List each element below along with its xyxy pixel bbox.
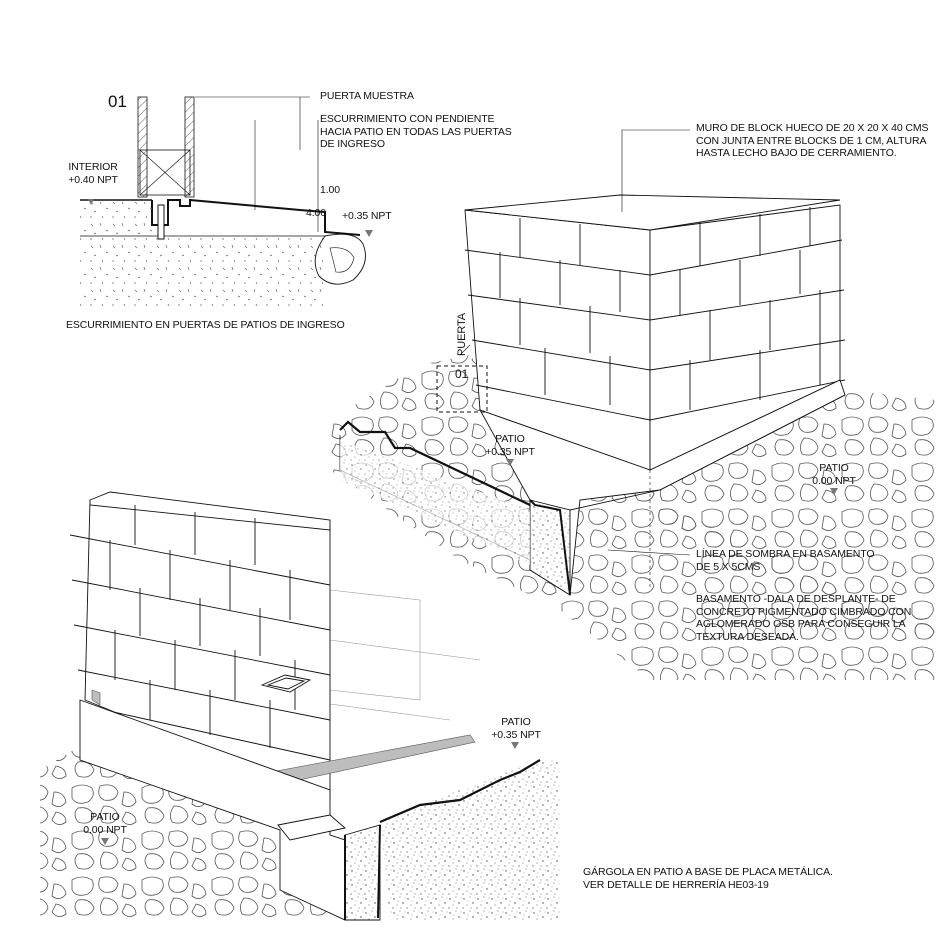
door-label: PUERTA MUESTRA: [320, 90, 414, 102]
dim-2: 4.00: [306, 207, 327, 219]
dim-1: 1.00: [320, 184, 341, 196]
detail-ref: 01: [455, 367, 469, 381]
detail-caption: ESCURRIMIENTO EN PUERTAS DE PATIOS DE IN…: [66, 319, 345, 331]
gargola-note: GÁRGOLA EN PATIO A BASE DE PLACA METÁLIC…: [583, 866, 833, 891]
slope-note: ESCURRIMIENTO CON PENDIENTE HACIA PATIO …: [320, 113, 512, 150]
patio-level-detail: +0.35 NPT: [342, 210, 392, 222]
detail-number: 01: [108, 92, 127, 111]
patio-low-level-bottom: 0.00 NPT: [83, 824, 127, 836]
detail-01-section: [80, 96, 373, 307]
patio-low-level-top: 0.00 NPT: [812, 475, 856, 487]
wall-note: MURO DE BLOCK HUECO DE 20 X 20 X 40 CMS …: [696, 122, 929, 159]
patio-high-name-top: PATIO: [495, 433, 525, 445]
patio-low-name-top: PATIO: [819, 462, 849, 474]
door-vertical-label: PUERTA: [456, 312, 468, 356]
iso-bottom-wall: [40, 491, 560, 921]
patio-high-level-bottom: +0.35 NPT: [491, 729, 541, 741]
iso-top-wall: [330, 129, 935, 680]
patio-low-name-bottom: PATIO: [90, 811, 120, 823]
interior-level: +0.40 NPT: [68, 174, 118, 186]
base-note: BASAMENTO -DALA DE DESPLANTE- DE CONCRET…: [696, 593, 912, 643]
patio-high-level-top: +0.35 NPT: [485, 446, 535, 458]
patio-high-name-bottom: PATIO: [501, 716, 531, 728]
shadow-note: LÍNEA DE SOMBRA EN BASAMENTO DE 5 X 5CMS: [696, 548, 875, 573]
interior-label: INTERIOR: [68, 161, 118, 173]
